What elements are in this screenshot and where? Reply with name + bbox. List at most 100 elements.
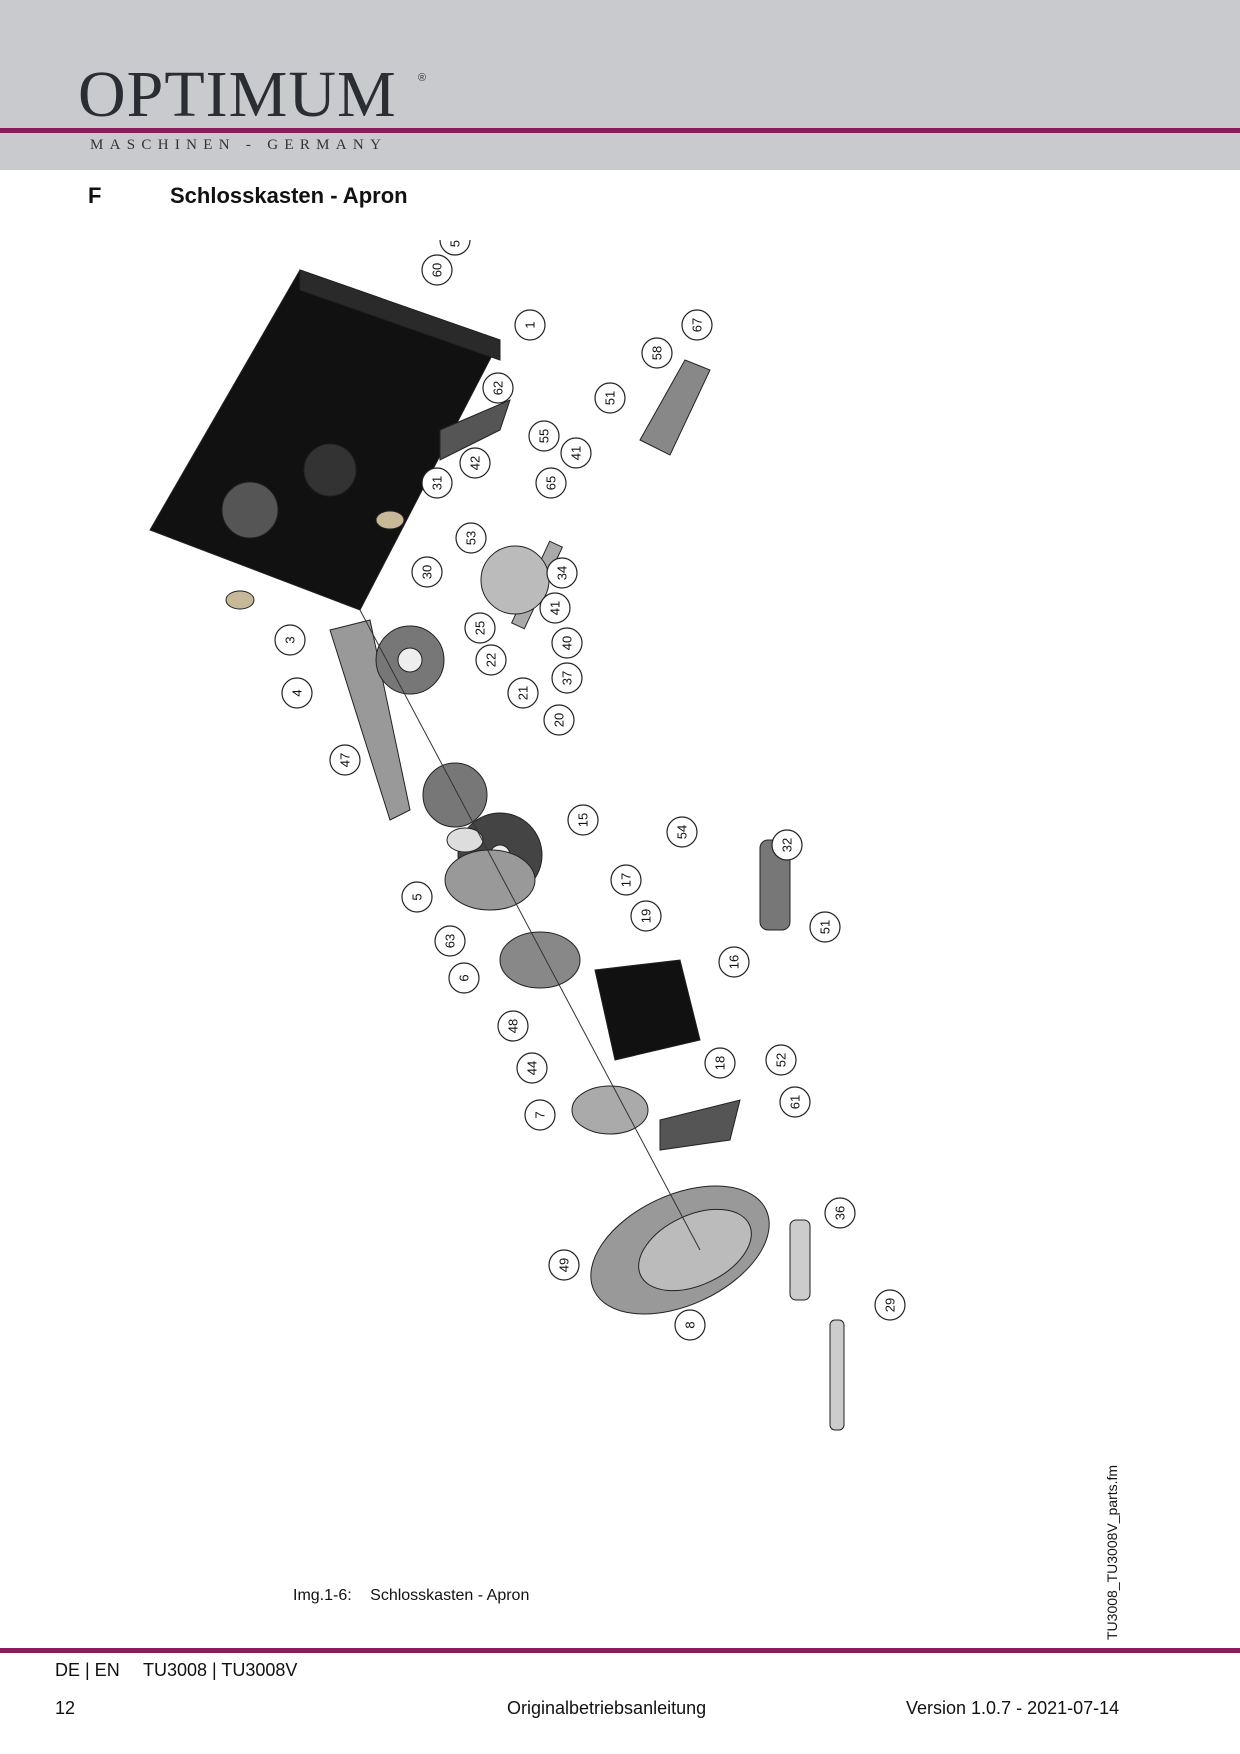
part-callout-circle: [421, 467, 453, 499]
footer-languages: DE | EN: [55, 1660, 120, 1680]
part-number-label: 5: [410, 893, 425, 900]
figure-caption-text: Schlosskasten - Apron: [370, 1587, 530, 1604]
part-number-label: 29: [883, 1298, 898, 1312]
part-callout-circle: [482, 372, 514, 404]
footer-document-type: Originalbetriebsanleitung: [507, 1698, 707, 1718]
section-letter: F: [88, 183, 102, 208]
part-callout: 36: [824, 1197, 856, 1229]
part-callout-circle: [497, 1010, 529, 1042]
part-number-label: 4: [290, 689, 305, 696]
part-callout: 67: [681, 309, 713, 341]
part-callout: 4: [281, 677, 313, 709]
part-callout: 58: [641, 337, 673, 369]
part-callout-circle: [516, 1052, 548, 1084]
part-number-label: 53: [464, 531, 479, 545]
part-number-label: 60: [430, 263, 445, 277]
part-callout-circle: [610, 864, 642, 896]
part-callout-circle: [448, 962, 480, 994]
part-number-label: 30: [420, 565, 435, 579]
part-callout-circle: [455, 522, 487, 554]
part-callout: 18: [704, 1047, 736, 1079]
part-callout-circle: [464, 612, 496, 644]
part-callout: 53: [455, 522, 487, 554]
part-number-label: 59: [448, 240, 463, 247]
part-number-label: 31: [430, 476, 445, 490]
part-callout-circle: [809, 911, 841, 943]
part-callout-circle: [439, 240, 471, 256]
part-callout: 16: [718, 946, 750, 978]
brand-tagline: MASCHINEN - GERMANY: [90, 137, 388, 153]
part-callout: 49: [548, 1249, 580, 1281]
part-number-label: 47: [338, 753, 353, 767]
part-number-label: 17: [619, 873, 634, 887]
header-band: [0, 0, 1240, 170]
part-number-label: 42: [468, 456, 483, 470]
part-callout: 47: [329, 744, 361, 776]
part-callout: 51: [809, 911, 841, 943]
part-callout: 17: [610, 864, 642, 896]
part-callout: 52: [765, 1044, 797, 1076]
part-number-label: 37: [560, 671, 575, 685]
part-number-label: 55: [537, 429, 552, 443]
part-callout: 32: [771, 829, 803, 861]
part-number-label: 54: [675, 825, 690, 839]
part-callout: 54: [666, 816, 698, 848]
part-callout-circle: [535, 467, 567, 499]
header-accent-rule: [0, 128, 1240, 133]
part-callout-circle: [674, 1309, 706, 1341]
part-callout: 1: [514, 309, 546, 341]
part-callout-circle: [274, 624, 306, 656]
part-number-label: 41: [548, 601, 563, 615]
part-callout: 3: [274, 624, 306, 656]
part-number-label: 61: [788, 1095, 803, 1109]
part-number-label: 8: [683, 1321, 698, 1328]
part-callout: 7: [524, 1099, 556, 1131]
part-callout-circle: [548, 1249, 580, 1281]
part-callout-circle: [630, 900, 662, 932]
part-callout: 60: [421, 254, 453, 286]
part-number-label: 32: [780, 838, 795, 852]
part-number-label: 51: [818, 920, 833, 934]
part-callout-circle: [543, 704, 575, 736]
part-callout: 31: [421, 467, 453, 499]
part-callout-circle: [771, 829, 803, 861]
part-callout-circle: [666, 816, 698, 848]
part-number-label: 3: [283, 636, 298, 643]
part-callout: 25: [464, 612, 496, 644]
figure-caption-number: Img.1-6:: [293, 1587, 352, 1604]
part-number-label: 1: [523, 321, 538, 328]
part-callout: 41: [539, 592, 571, 624]
part-callout-circle: [401, 881, 433, 913]
part-callout: 30: [411, 556, 443, 588]
part-callout-circle: [765, 1044, 797, 1076]
part-number-label: 36: [833, 1206, 848, 1220]
part-callout-circle: [551, 627, 583, 659]
part-callout: 62: [482, 372, 514, 404]
part-number-label: 41: [569, 446, 584, 460]
part-callout-circle: [551, 662, 583, 694]
part-number-label: 58: [650, 346, 665, 360]
part-callout: 42: [459, 447, 491, 479]
part-callout-circle: [475, 644, 507, 676]
part-callout-circle: [459, 447, 491, 479]
part-number-label: 40: [560, 636, 575, 650]
part-number-label: 25: [473, 621, 488, 635]
part-callout-circle: [824, 1197, 856, 1229]
section-title: Schlosskasten - Apron: [170, 183, 408, 208]
part-number-label: 44: [525, 1061, 540, 1075]
part-callout-circle: [528, 420, 560, 452]
side-filename: TU3008_TU3008V_parts.fm: [1104, 1464, 1120, 1640]
footer-version: Version 1.0.7 - 2021-07-14: [906, 1698, 1120, 1718]
part-callout: 6: [448, 962, 480, 994]
part-callout: 15: [567, 804, 599, 836]
part-number-label: 7: [533, 1111, 548, 1118]
part-callout-circle: [514, 309, 546, 341]
part-callout: 29: [874, 1289, 906, 1321]
part-number-label: 63: [443, 934, 458, 948]
part-callout-circle: [434, 925, 466, 957]
part-number-label: 65: [544, 476, 559, 490]
part-number-label: 18: [713, 1056, 728, 1070]
footer-accent-rule: [0, 1648, 1240, 1653]
